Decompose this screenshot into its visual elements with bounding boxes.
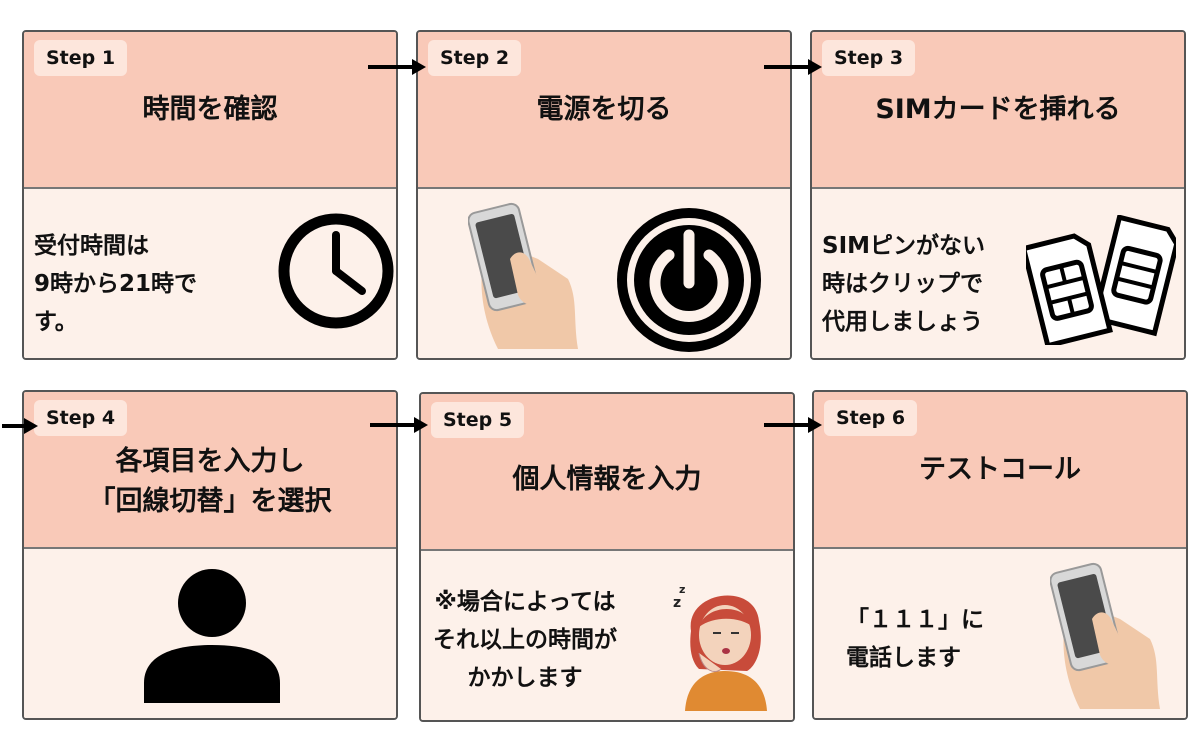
step-title: 各項目を入力し 「回線切替」を選択 (88, 446, 332, 517)
svg-text:z: z (673, 595, 681, 611)
step-description: 「１１１」に 電話します (846, 607, 984, 671)
arrow-icon (370, 417, 428, 433)
step-header: Step 2 電源を切る (418, 32, 790, 187)
step-header: Step 6 テストコール (814, 392, 1186, 547)
step-body: ※場合によっては それ以上の時間が かかします z z (421, 549, 793, 720)
step-title: 個人情報を入力 (512, 464, 702, 495)
clock-icon (278, 213, 394, 329)
step-description: 受付時間は 9時から21時で す。 (34, 233, 198, 335)
step-badge: Step 1 (34, 40, 128, 76)
step-badge: Step 5 (431, 402, 525, 438)
step-card-5: Step 5 個人情報を入力 ※場合によっては それ以上の時間が かかします z… (419, 392, 795, 722)
step-badge: Step 3 (822, 40, 916, 76)
step-header: Step 5 個人情報を入力 (421, 394, 793, 549)
step-body (418, 187, 790, 358)
step-description: SIMピンがない 時はクリップで 代用しましょう (822, 233, 986, 335)
arrow-icon (764, 59, 822, 75)
arrow-icon (368, 59, 426, 75)
arrow-icon (2, 418, 38, 434)
step-title: 電源を切る (536, 94, 672, 125)
step-header: Step 3 SIMカードを挿れる (812, 32, 1184, 187)
step-title: SIMカードを挿れる (875, 94, 1121, 125)
tired-woman-icon: z z (673, 583, 767, 711)
phone-hand-icon (1050, 562, 1160, 709)
step-badge: Step 6 (824, 400, 918, 436)
power-icon (617, 208, 761, 352)
svg-text:z: z (679, 583, 685, 596)
arrow-icon (764, 417, 822, 433)
step-badge: Step 4 (34, 400, 128, 436)
step-card-1: Step 1 時間を確認 受付時間は 9時から21時で す。 (22, 30, 398, 360)
step-body (24, 547, 396, 718)
step-body: 「１１１」に 電話します (814, 547, 1186, 718)
phone-hand-icon (468, 202, 578, 349)
step-description: ※場合によっては それ以上の時間が かかします (433, 589, 617, 691)
sim-card-icon (1026, 215, 1176, 345)
step-card-6: Step 6 テストコール 「１１１」に 電話します (812, 390, 1188, 720)
step-title: テストコール (919, 454, 1081, 485)
step-badge: Step 2 (428, 40, 522, 76)
step-card-3: Step 3 SIMカードを挿れる SIMピンがない 時はクリップで 代用しまし… (810, 30, 1186, 360)
step-title: 時間を確認 (142, 94, 278, 125)
step-header: Step 1 時間を確認 (24, 32, 396, 187)
user-icon (144, 569, 280, 703)
step-body: SIMピンがない 時はクリップで 代用しましょう (812, 187, 1184, 358)
step-header: Step 4 各項目を入力し 「回線切替」を選択 (24, 392, 396, 547)
step-body: 受付時間は 9時から21時で す。 (24, 187, 396, 358)
step-card-2: Step 2 電源を切る (416, 30, 792, 360)
step-card-4: Step 4 各項目を入力し 「回線切替」を選択 (22, 390, 398, 720)
